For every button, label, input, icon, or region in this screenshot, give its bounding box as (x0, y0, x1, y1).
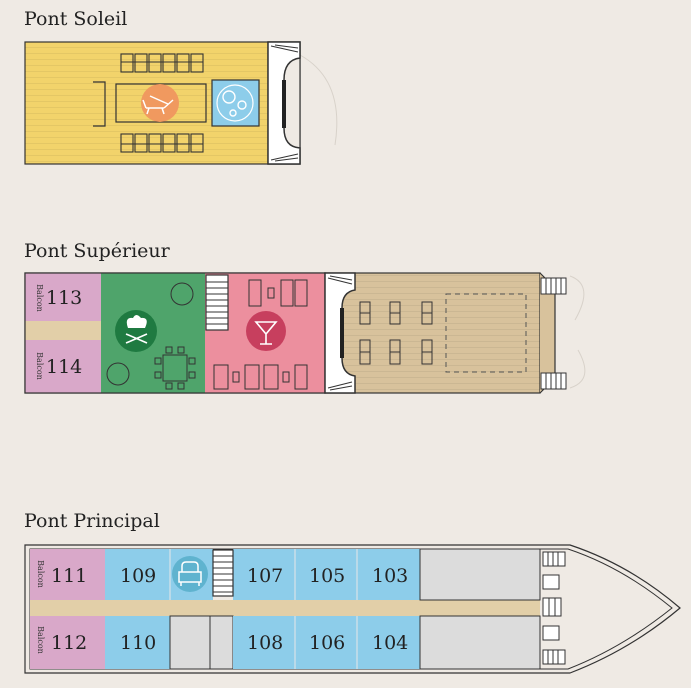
lounge-seating (213, 279, 308, 390)
cabin-107[interactable] (233, 549, 295, 600)
cabin-number-109: 109 (120, 565, 156, 587)
cabin-number-110: 110 (120, 632, 156, 654)
main-deck-title: Pont Principal (24, 510, 160, 532)
cabin-112[interactable] (30, 616, 105, 669)
staircase-icon (270, 44, 299, 162)
sunbed-icon (141, 84, 179, 122)
cabin-number-114: 114 (46, 356, 82, 378)
crew-area-top (419, 548, 541, 601)
staircase-icon (205, 274, 229, 331)
bow-winches (542, 551, 566, 665)
cabin-108[interactable] (233, 616, 295, 669)
cabin-106[interactable] (295, 616, 357, 669)
balcony-label-111: Balcon (36, 560, 45, 588)
cabin-number-108: 108 (247, 632, 283, 654)
deck-chairs (359, 301, 433, 365)
sunbed-row-top (120, 53, 204, 73)
cabin-number-107: 107 (247, 565, 283, 587)
cabin-103[interactable] (357, 549, 420, 600)
cabin-104[interactable] (357, 616, 420, 669)
cabin-110[interactable] (105, 616, 170, 669)
staircase-icon (212, 549, 234, 597)
cabin-114[interactable] (25, 340, 101, 393)
balcony-label-112: Balcon (36, 626, 45, 654)
sunbed-row-bottom (120, 133, 204, 153)
main-deck: Balcon Balcon 111 109 107 105 103 112 11… (24, 544, 681, 674)
sun-deck (24, 41, 338, 165)
sun-deck-title: Pont Soleil (24, 8, 128, 30)
upper-deck-title: Pont Supérieur (24, 240, 170, 262)
cabin-number-112: 112 (51, 632, 87, 654)
crew-area-bottom (419, 615, 541, 670)
cabin-number-103: 103 (372, 565, 408, 587)
balcony-label-114: Balcon (35, 352, 44, 380)
cabin-113[interactable] (25, 273, 101, 321)
service-room (169, 615, 211, 670)
cocktail-icon (246, 311, 286, 351)
cabin-111[interactable] (30, 549, 105, 600)
service-room-2 (209, 615, 234, 670)
cabin-109[interactable] (105, 549, 170, 600)
bow-wave (299, 54, 338, 146)
main-corridor (30, 600, 540, 616)
armchair-icon (172, 556, 208, 592)
jacuzzi-icon (211, 79, 260, 127)
balcony-label-113: Balcon (35, 284, 44, 312)
cabin-number-106: 106 (309, 632, 345, 654)
chef-hat-icon (115, 310, 157, 352)
upper-deck: Balcon Balcon 113 114 (24, 272, 586, 394)
dining-table (154, 346, 196, 390)
upper-corridor (25, 321, 101, 340)
cabin-number-111: 111 (51, 565, 87, 587)
cabin-number-113: 113 (46, 287, 82, 309)
cabin-105[interactable] (295, 549, 357, 600)
cabin-number-104: 104 (372, 632, 408, 654)
cabin-number-105: 105 (309, 565, 345, 587)
open-deck-zone (445, 293, 527, 373)
